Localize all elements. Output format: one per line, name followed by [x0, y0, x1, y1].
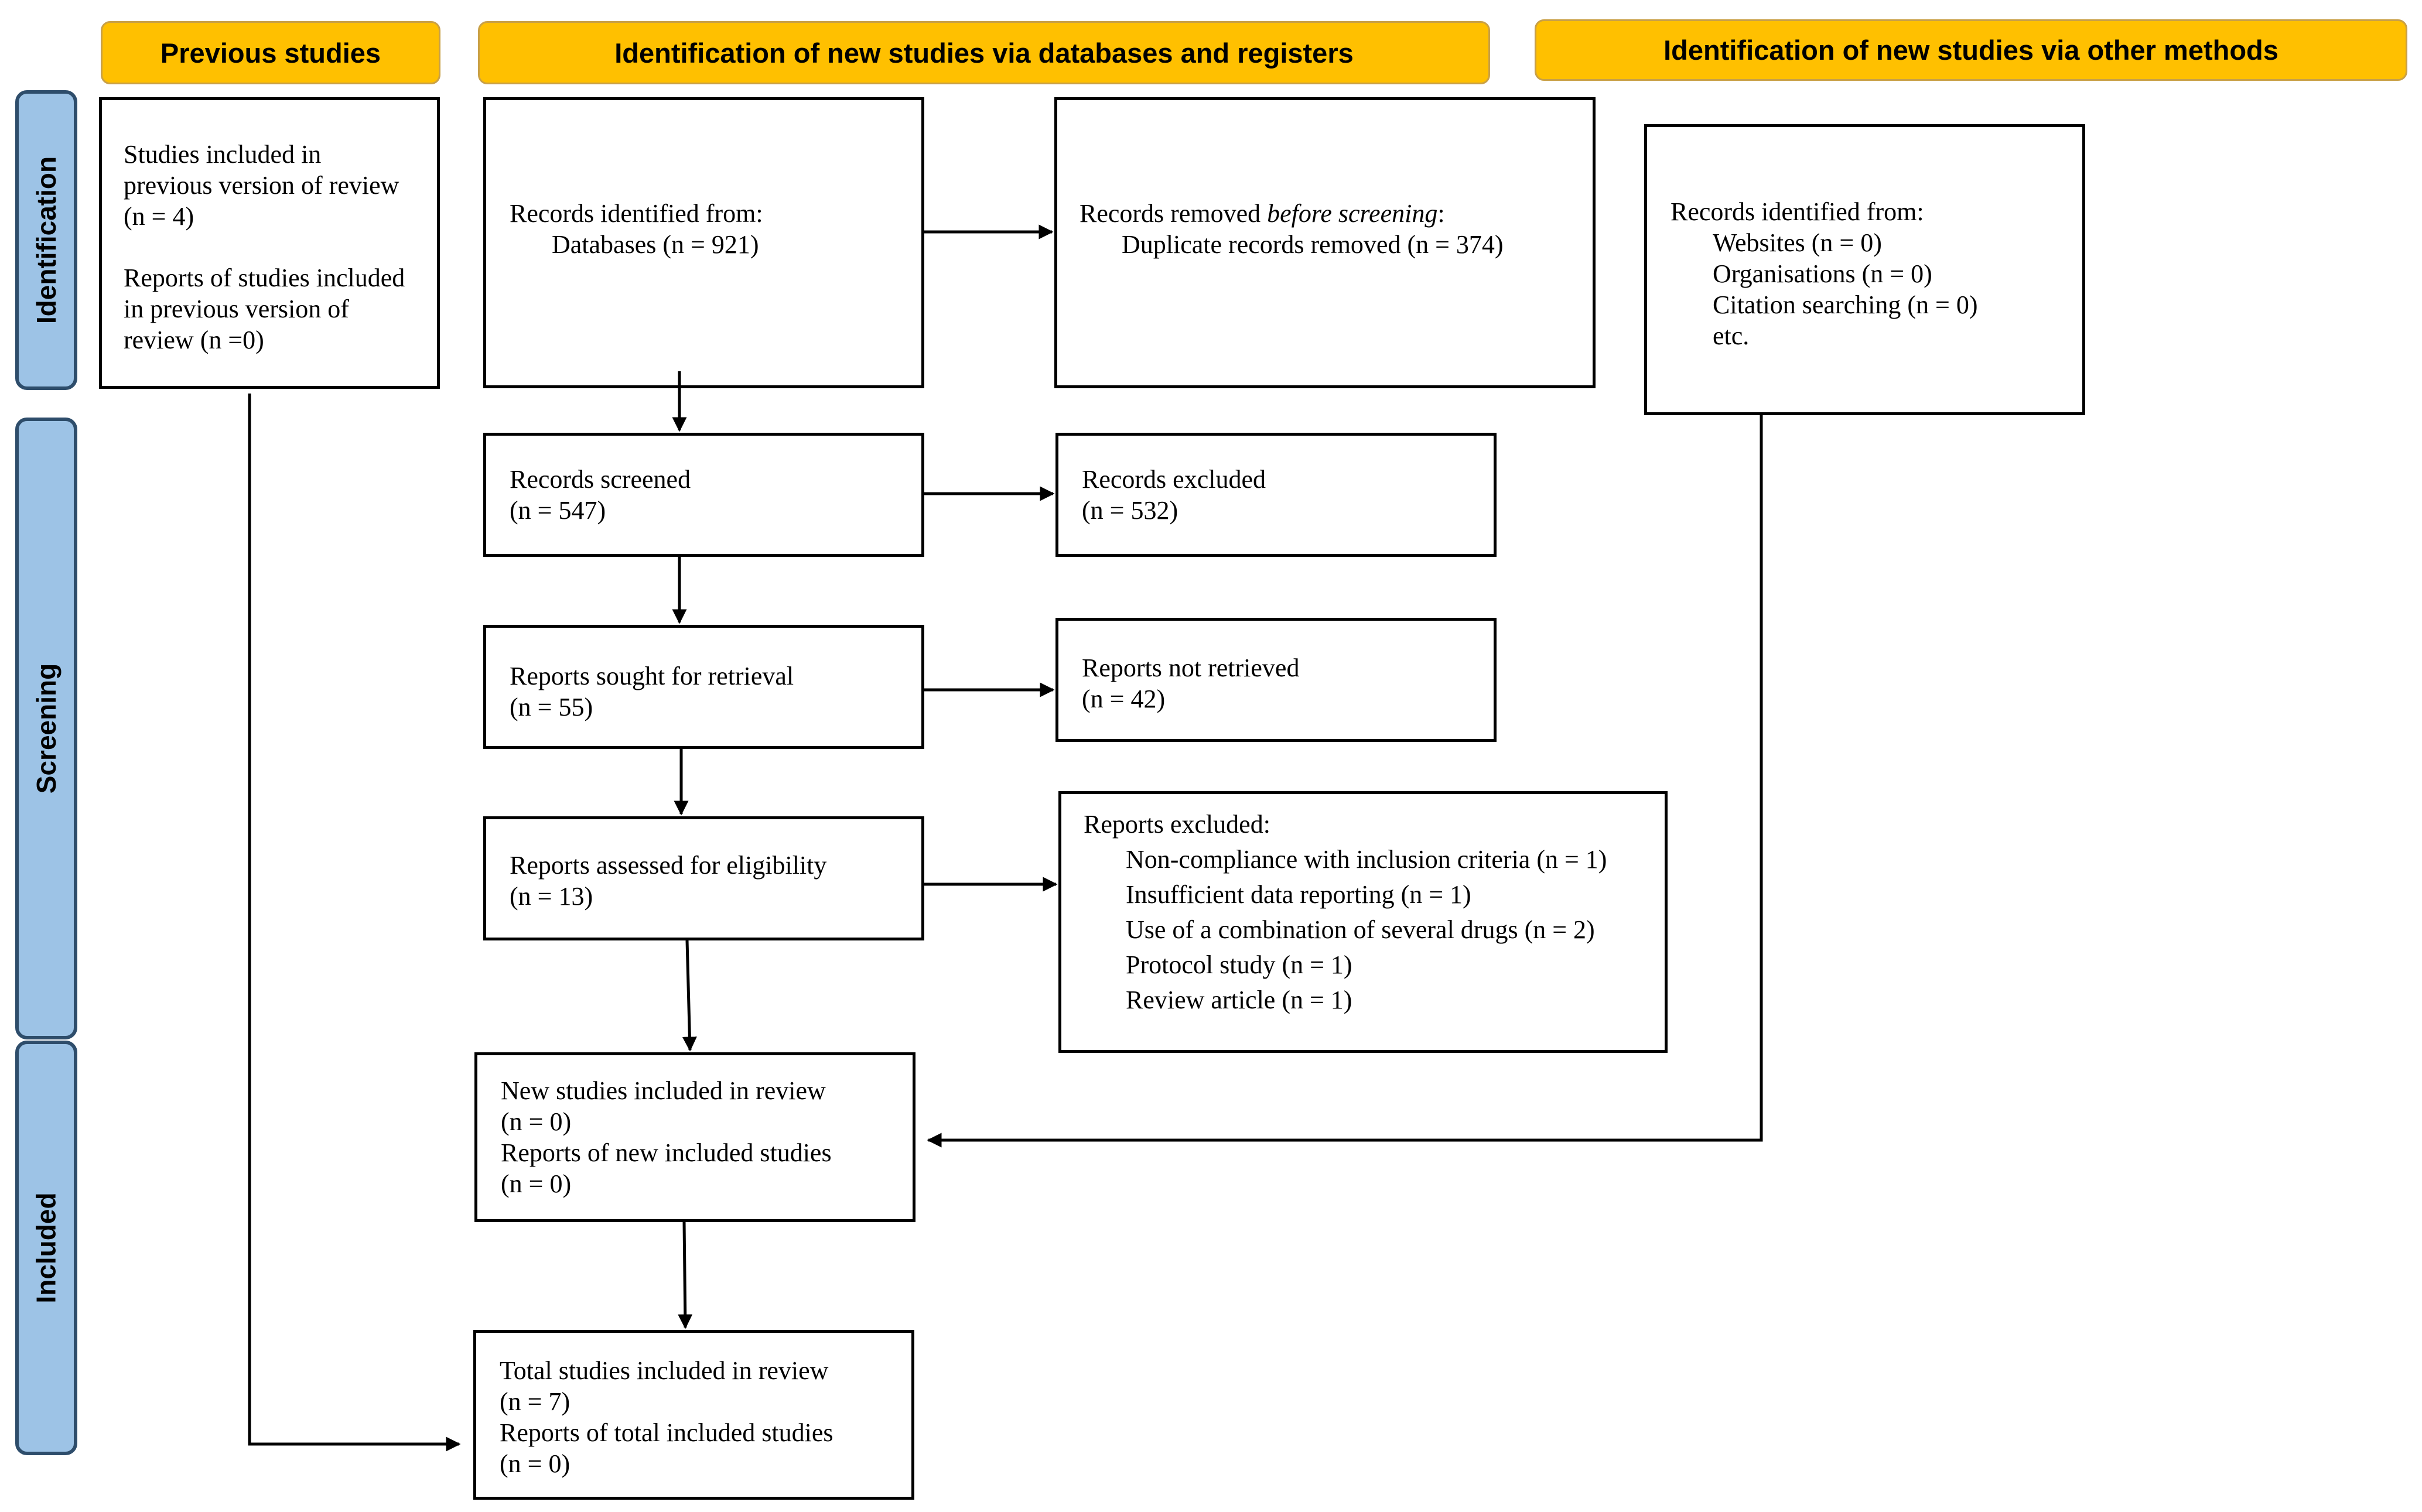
exclusion-reason: Use of a combination of several drugs (n… [1126, 915, 1595, 944]
reports-not-retrieved-line-1: Reports not retrieved [1082, 654, 1300, 682]
reports-excluded-title: Reports excluded: [1084, 810, 1270, 839]
stage-identification: Identification [15, 90, 77, 390]
exclusion-reason: Review article (n = 1) [1126, 986, 1352, 1014]
records-removed-box: Records removed before screening: Duplic… [1054, 97, 1596, 388]
records-identified-box: Records identified from: Databases (n = … [483, 97, 924, 388]
records-excluded-line-2: (n = 532) [1082, 496, 1178, 525]
previous-line-4: Reports of studies included [124, 264, 405, 292]
reports-excluded-box: Reports excluded: Non-compliance with in… [1058, 791, 1668, 1053]
reports-sought-box: Reports sought for retrieval (n = 55) [483, 625, 924, 749]
records-screened-box: Records screened (n = 547) [483, 433, 924, 557]
exclusion-reason: Non-compliance with inclusion criteria (… [1126, 845, 1607, 874]
other-identified-line-2: Websites (n = 0) [1713, 228, 1882, 257]
arrow-assessed-to-new-included [682, 940, 697, 1052]
new-included-line-3: Reports of new included studies [501, 1138, 832, 1167]
total-included-line-4: (n = 0) [500, 1449, 571, 1478]
records-screened-line-1: Records screened [510, 465, 691, 494]
reports-not-retrieved-line-2: (n = 42) [1082, 685, 1166, 713]
stage-screening: Screening [15, 418, 77, 1039]
previous-line-3: (n = 4) [124, 202, 194, 231]
total-included-line-1: Total studies included in review [500, 1356, 829, 1385]
new-included-line-4: (n = 0) [501, 1169, 572, 1198]
records-identified-line-1: Records identified from: [510, 199, 763, 228]
header-other-methods: Identification of new studies via other … [1535, 19, 2407, 81]
other-records-identified-box: Records identified from: Websites (n = 0… [1644, 124, 2085, 415]
reports-assessed-line-2: (n = 13) [510, 882, 593, 911]
previous-studies-box: Studies included in previous version of … [99, 97, 440, 389]
records-removed-prefix: Records removed [1080, 199, 1268, 228]
records-removed-line-1: Records removed before screening: [1080, 198, 1593, 229]
exclusion-reason: Protocol study (n = 1) [1126, 950, 1352, 979]
new-included-line-2: (n = 0) [501, 1107, 572, 1136]
arrow-new-to-total-included [678, 1222, 693, 1329]
records-removed-line-2: Duplicate records removed (n = 374) [1122, 230, 1504, 259]
other-identified-line-5: etc. [1713, 321, 1750, 350]
previous-line-2: previous version of review [124, 171, 399, 200]
previous-line-5: in previous version of [124, 295, 349, 323]
new-included-line-1: New studies included in review [501, 1076, 826, 1105]
previous-line-1: Studies included in [124, 140, 322, 169]
new-included-box: New studies included in review (n = 0) R… [474, 1052, 915, 1222]
arrow-previous-to-total-included [248, 394, 461, 1452]
total-included-line-3: Reports of total included studies [500, 1418, 833, 1447]
records-removed-italic: before screening [1267, 199, 1438, 228]
records-removed-suffix: : [1437, 199, 1445, 228]
records-excluded-box: Records excluded (n = 532) [1055, 433, 1497, 557]
previous-line-6: review (n =0) [124, 326, 264, 354]
stage-included: Included [15, 1041, 77, 1455]
arrow-other-to-new-included [927, 415, 1763, 1148]
total-included-box: Total studies included in review (n = 7)… [473, 1330, 914, 1500]
reports-assessed-line-1: Reports assessed for eligibility [510, 851, 827, 880]
total-included-line-2: (n = 7) [500, 1387, 571, 1416]
reports-not-retrieved-box: Reports not retrieved (n = 42) [1055, 618, 1497, 742]
records-identified-line-2: Databases (n = 921) [552, 230, 759, 259]
header-previous-studies: Previous studies [101, 21, 440, 84]
other-identified-line-4: Citation searching (n = 0) [1713, 290, 1978, 319]
other-identified-line-3: Organisations (n = 0) [1713, 259, 1932, 288]
records-excluded-line-1: Records excluded [1082, 465, 1266, 494]
reports-sought-line-1: Reports sought for retrieval [510, 662, 794, 690]
header-databases-registers: Identification of new studies via databa… [478, 21, 1490, 84]
reports-assessed-box: Reports assessed for eligibility (n = 13… [483, 816, 924, 940]
other-identified-line-1: Records identified from: [1671, 197, 1924, 226]
reports-sought-line-2: (n = 55) [510, 693, 593, 721]
records-screened-line-2: (n = 547) [510, 496, 606, 525]
exclusion-reason: Insufficient data reporting (n = 1) [1126, 880, 1471, 909]
